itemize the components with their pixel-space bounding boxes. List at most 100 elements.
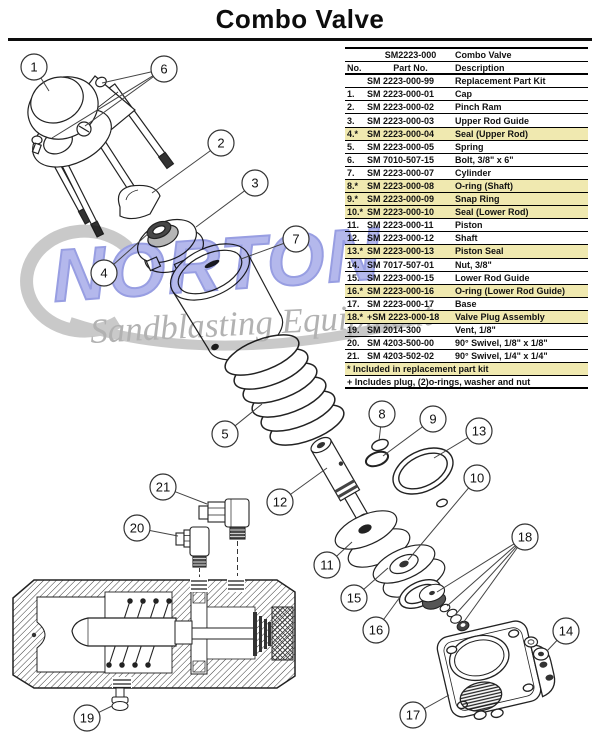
cell-no: 8.* <box>347 180 359 191</box>
callout-leader-line <box>51 75 154 139</box>
cell-description: Bolt, 3/8" x 6" <box>455 154 514 165</box>
vent-drawing <box>111 696 129 712</box>
cell-part-no: SM 2014-300 <box>367 325 422 336</box>
callout-leader-line <box>149 530 179 537</box>
table-row: * Included in replacement part kit <box>345 363 588 377</box>
cell-description: Pinch Ram <box>455 102 502 113</box>
callout-20-bubble <box>123 514 151 542</box>
cell-description: 90° Swivel, 1/4" x 1/4" <box>455 351 548 362</box>
callout-9-number: 9 <box>429 412 436 427</box>
cell-description: Nut, 3/8" <box>455 259 492 270</box>
callout-2-number: 2 <box>217 136 224 151</box>
cell-no: 15. <box>347 272 360 283</box>
cell-part-no: SM 2223-000-17 <box>367 298 435 309</box>
callout-5-bubble <box>211 420 239 448</box>
cell-part-no: +SM 2223-000-18 <box>367 311 440 322</box>
callout-8-bubble <box>368 400 396 428</box>
callout-4-number: 4 <box>100 266 107 281</box>
callout-leader-line <box>234 403 263 427</box>
shaft-drawing <box>310 436 370 523</box>
callout-21-number: 21 <box>156 480 170 495</box>
cell-part-no: SM 2223-000-12 <box>367 233 435 244</box>
cell-no: 6. <box>347 154 355 165</box>
cell-part-no: SM 2223-000-01 <box>367 89 435 100</box>
cell-description: Lower Rod Guide <box>455 272 530 283</box>
table-title-part-no: SM2223-000 <box>384 50 437 61</box>
cell-part-no: SM 2223-000-02 <box>367 102 435 113</box>
callout-14-bubble <box>552 617 580 645</box>
callout-19-number: 19 <box>80 711 94 726</box>
cap-assembly-drawing <box>27 75 175 238</box>
callout-14-number: 14 <box>559 624 573 639</box>
callout-17-bubble <box>399 701 427 729</box>
callout-19-bubble <box>73 704 101 732</box>
callout-18-number: 18 <box>518 530 532 545</box>
cell-part-no: SM 7010-507-15 <box>367 154 435 165</box>
callout-6-bubble <box>150 55 178 83</box>
cell-description: Seal (Lower Rod) <box>455 207 529 218</box>
table-footnote: * Included in replacement part kit <box>347 364 489 375</box>
callout-leader-line <box>433 437 469 459</box>
cell-description: Cylinder <box>455 167 492 178</box>
lower-rod-seal-drawing <box>436 498 448 508</box>
cell-no: 12. <box>347 233 360 244</box>
callout-16-bubble <box>362 616 390 644</box>
callout-12-bubble <box>266 488 294 516</box>
callout-leader-line <box>462 547 518 624</box>
cell-part-no: SM 2223-000-08 <box>367 180 435 191</box>
callout-20-number: 20 <box>130 521 144 536</box>
cell-part-no: SM 2223-000-07 <box>367 167 435 178</box>
callout-leader-line <box>84 76 154 127</box>
callout-3-bubble <box>241 169 269 197</box>
callout-6-number: 6 <box>160 62 167 77</box>
spring-drawing <box>224 334 345 446</box>
col-header-part: Part No. <box>393 62 428 73</box>
callout-leader-line <box>383 596 401 620</box>
callout-leader-line <box>378 426 382 442</box>
callout-leader-line <box>195 190 245 228</box>
callout-15-bubble <box>340 584 368 612</box>
cell-no: 17. <box>347 298 360 309</box>
table-title-desc: Combo Valve <box>455 50 512 61</box>
callout-leader-line <box>424 694 450 710</box>
cell-no: 20. <box>347 338 360 349</box>
table-row: 7. SM 2223-000-07 Cylinder <box>345 167 588 180</box>
nut-drawing <box>523 636 550 661</box>
callout-13-bubble <box>465 417 493 445</box>
callout-12-number: 12 <box>273 495 287 510</box>
callout-7-number: 7 <box>292 232 299 247</box>
callout-leader-line <box>101 71 152 84</box>
cell-no: 21. <box>347 351 360 362</box>
callout-15-number: 15 <box>347 591 361 606</box>
callout-18-bubble <box>511 523 539 551</box>
cell-no: 2. <box>347 102 355 113</box>
table-row: + Includes plug, (2)o-rings, washer and … <box>345 376 588 390</box>
table-row: 2. SM 2223-000-02 Pinch Ram <box>345 101 588 115</box>
cell-no: 13.* <box>347 246 364 257</box>
cell-description: Seal (Upper Rod) <box>455 128 529 139</box>
callout-leader-line <box>446 545 516 607</box>
cell-no: 7. <box>347 167 355 178</box>
cell-part-no: SM 2223-000-05 <box>367 141 435 152</box>
callout-21-bubble <box>149 473 177 501</box>
cell-description: Snap Ring <box>455 194 500 205</box>
cell-no: 18.* <box>347 311 364 322</box>
piston-drawing <box>334 510 411 568</box>
callout-leader-line <box>436 543 515 593</box>
title-divider <box>8 38 592 41</box>
cell-part-no: SM 2223-000-10 <box>367 207 435 218</box>
cell-no: 16.* <box>347 285 364 296</box>
cell-part-no: SM 7017-507-01 <box>367 259 435 270</box>
cell-no: 9.* <box>347 194 359 205</box>
